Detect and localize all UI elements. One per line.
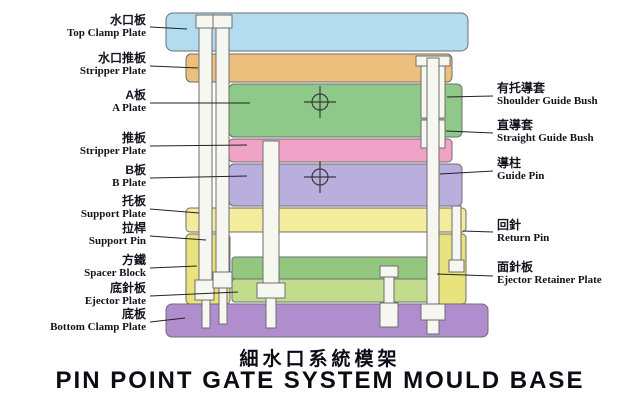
ejector-retainer-plate-shape <box>231 256 436 280</box>
leader-line <box>149 265 198 269</box>
label-cn: 托板 <box>121 194 146 208</box>
guide-pin-head <box>420 303 446 321</box>
support-plate-shape <box>185 207 467 233</box>
label-cn: B板 <box>125 163 146 177</box>
label-runner-stripper-plate: 水口推板 Stripper Plate <box>4 52 146 78</box>
label-en: Bottom Clamp Plate <box>50 321 146 333</box>
label-cn: 推板 <box>121 131 146 145</box>
label-cn: 回針 <box>497 218 522 232</box>
crosshair-marks <box>304 86 336 193</box>
label-en: Support Pin <box>88 235 146 247</box>
label-en: A Plate <box>112 102 146 114</box>
label-cn: 直導套 <box>497 118 534 132</box>
label-cn: 導柱 <box>497 156 522 170</box>
center-pin-head <box>256 282 286 299</box>
label-cn: 底針板 <box>109 281 146 295</box>
label-cn: 拉桿 <box>121 221 146 235</box>
label-support-pin: 拉桿 Support Pin <box>4 222 146 248</box>
top-clamp-plate-shape <box>165 12 469 52</box>
label-ejector-retainer-plate: 面針板 Ejector Retainer Plate <box>497 261 638 287</box>
label-en: Ejector Plate <box>84 295 146 307</box>
label-en: Spacer Block <box>84 267 146 279</box>
center-pin-tail <box>265 297 277 329</box>
return-pin-shaft <box>451 205 462 261</box>
label-cn: 水口板 <box>109 13 146 27</box>
label-en: Ejector Retainer Plate <box>497 274 602 286</box>
leader-line <box>149 144 248 147</box>
title-chinese: 細水口系統模架 <box>239 349 401 370</box>
label-a-plate: A板 A Plate <box>4 89 146 115</box>
leader-line <box>436 273 494 277</box>
label-cn: 方鐵 <box>121 253 146 267</box>
support-pin-2-tail <box>218 287 228 325</box>
ejector-screw-head <box>379 265 399 278</box>
leader-line <box>462 230 494 233</box>
pins <box>194 14 465 335</box>
label-return-pin: 回針 Return Pin <box>497 219 638 245</box>
label-bottom-clamp-plate: 底板 Bottom Clamp Plate <box>4 308 146 334</box>
guide-pin-shaft <box>426 57 440 305</box>
label-cn: 有托導套 <box>497 81 546 95</box>
label-en: B Plate <box>112 177 146 189</box>
leader-line <box>445 130 494 134</box>
leader-lines <box>149 26 494 323</box>
support-pin-1-head <box>194 279 215 301</box>
label-spacer-block: 方鐵 Spacer Block <box>4 254 146 280</box>
support-pin-1-cap <box>195 14 216 29</box>
support-pin-1-shaft <box>198 27 213 281</box>
label-cn: 水口推板 <box>97 51 146 65</box>
leader-line <box>149 208 200 214</box>
leader-line <box>149 291 239 297</box>
ejector-screw-shaft <box>383 276 395 304</box>
support-pin-2-head <box>212 271 233 289</box>
label-b-plate: B板 B Plate <box>4 164 146 190</box>
support-pin-2-cap <box>212 14 233 29</box>
crosshair-icon <box>304 86 336 118</box>
leader-line <box>149 26 188 30</box>
stripper-plate-shape <box>228 138 453 163</box>
title-english: PIN POINT GATE SYSTEM MOULD BASE <box>55 367 585 394</box>
label-guide-pin: 導柱 Guide Pin <box>497 157 638 183</box>
ejector-screw-base <box>379 302 399 328</box>
leader-line <box>149 317 186 323</box>
label-en: Stripper Plate <box>79 145 146 157</box>
label-ejector-plate: 底針板 Ejector Plate <box>4 282 146 308</box>
crosshair-icon <box>304 161 336 193</box>
label-en: Return Pin <box>497 232 550 244</box>
label-cn: 底板 <box>121 307 146 321</box>
label-en: Guide Pin <box>497 170 545 182</box>
leader-line <box>149 175 248 179</box>
label-en: Shoulder Guide Bush <box>497 95 598 107</box>
leader-line <box>149 65 199 69</box>
label-support-plate: 托板 Support Plate <box>4 195 146 221</box>
label-cn: 面針板 <box>497 260 534 274</box>
center-pin-shaft <box>262 140 280 284</box>
guide-pin-tail <box>426 319 440 335</box>
support-pin-1-tail <box>201 299 211 329</box>
leader-line <box>149 235 207 241</box>
leader-line <box>446 95 494 98</box>
return-pin-head <box>448 259 465 273</box>
label-straight-guide-bush: 直導套 Straight Guide Bush <box>497 119 638 145</box>
label-cn: A板 <box>125 88 146 102</box>
support-pin-2-shaft <box>215 27 230 273</box>
label-stripper-plate: 推板 Stripper Plate <box>4 132 146 158</box>
label-top-clamp-plate: 水口板 Top Clamp Plate <box>4 14 146 40</box>
label-en: Support Plate <box>80 208 146 220</box>
label-en: Straight Guide Bush <box>497 132 594 144</box>
label-en: Stripper Plate <box>79 65 146 77</box>
leader-line <box>439 170 494 175</box>
label-en: Top Clamp Plate <box>66 27 146 39</box>
label-shoulder-guide-bush: 有托導套 Shoulder Guide Bush <box>497 82 638 108</box>
